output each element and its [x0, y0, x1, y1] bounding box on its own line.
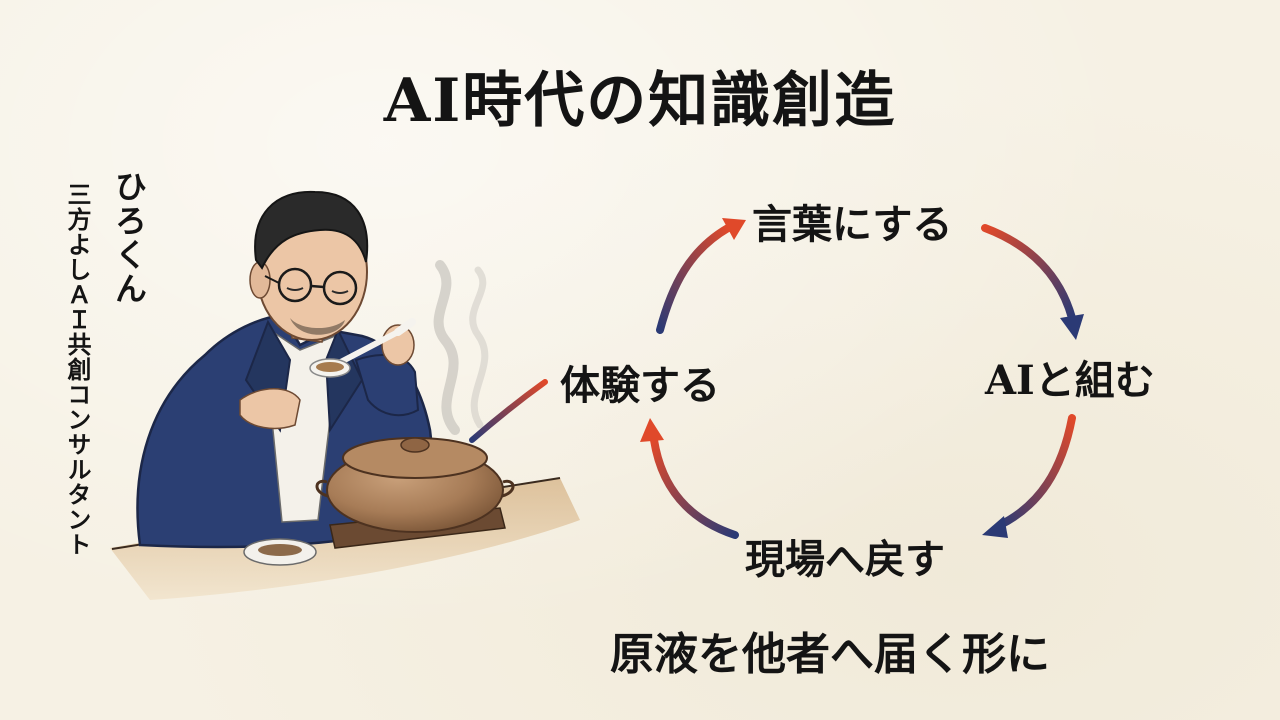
step-team-with-ai: AIと組む — [985, 357, 1155, 404]
hair — [254, 190, 369, 270]
lid-knob — [400, 437, 430, 453]
right-arm — [354, 354, 420, 417]
arrow-from-steam — [469, 379, 548, 443]
step-verbalize: 言葉にする — [752, 201, 953, 248]
right-eye — [331, 290, 349, 294]
arrow-to-right — [981, 224, 1076, 322]
left-hand — [239, 388, 301, 430]
glasses-right-lens — [322, 270, 358, 306]
author-name: ひろくん — [110, 170, 148, 306]
spoon-tip — [394, 318, 416, 336]
arrow-to-bottom-head — [982, 516, 1008, 538]
pot-handle-left — [315, 479, 329, 498]
caption: 原液を他者へ届く形に — [610, 629, 1050, 680]
spoon-handle — [332, 329, 401, 368]
left-eye — [286, 287, 304, 291]
glasses-bridge — [310, 284, 325, 289]
steam — [433, 260, 460, 435]
arrow-to-right-head — [1060, 314, 1084, 340]
pot-handle-right — [501, 479, 515, 498]
glasses-left-lens — [277, 267, 313, 303]
step-return-to-field: 現場へ戻す — [745, 536, 945, 583]
arrow-to-left-head — [640, 418, 664, 442]
dish-sauce — [258, 544, 302, 556]
arrow-to-top — [656, 224, 732, 334]
beard — [290, 318, 345, 335]
soup-in-spoon — [316, 362, 344, 372]
arrow-to-bottom — [996, 414, 1076, 529]
glasses-temple — [264, 275, 280, 284]
steam-2 — [469, 266, 489, 429]
arrow-to-left — [650, 436, 739, 539]
author-role: 三方よしＡＩ共創コンサルタント — [63, 182, 92, 557]
step-experience: 体験する — [560, 362, 720, 409]
page-title: AI時代の知識創造 — [383, 66, 897, 136]
right-lapel — [324, 327, 364, 434]
arrow-to-top-head — [722, 218, 746, 240]
